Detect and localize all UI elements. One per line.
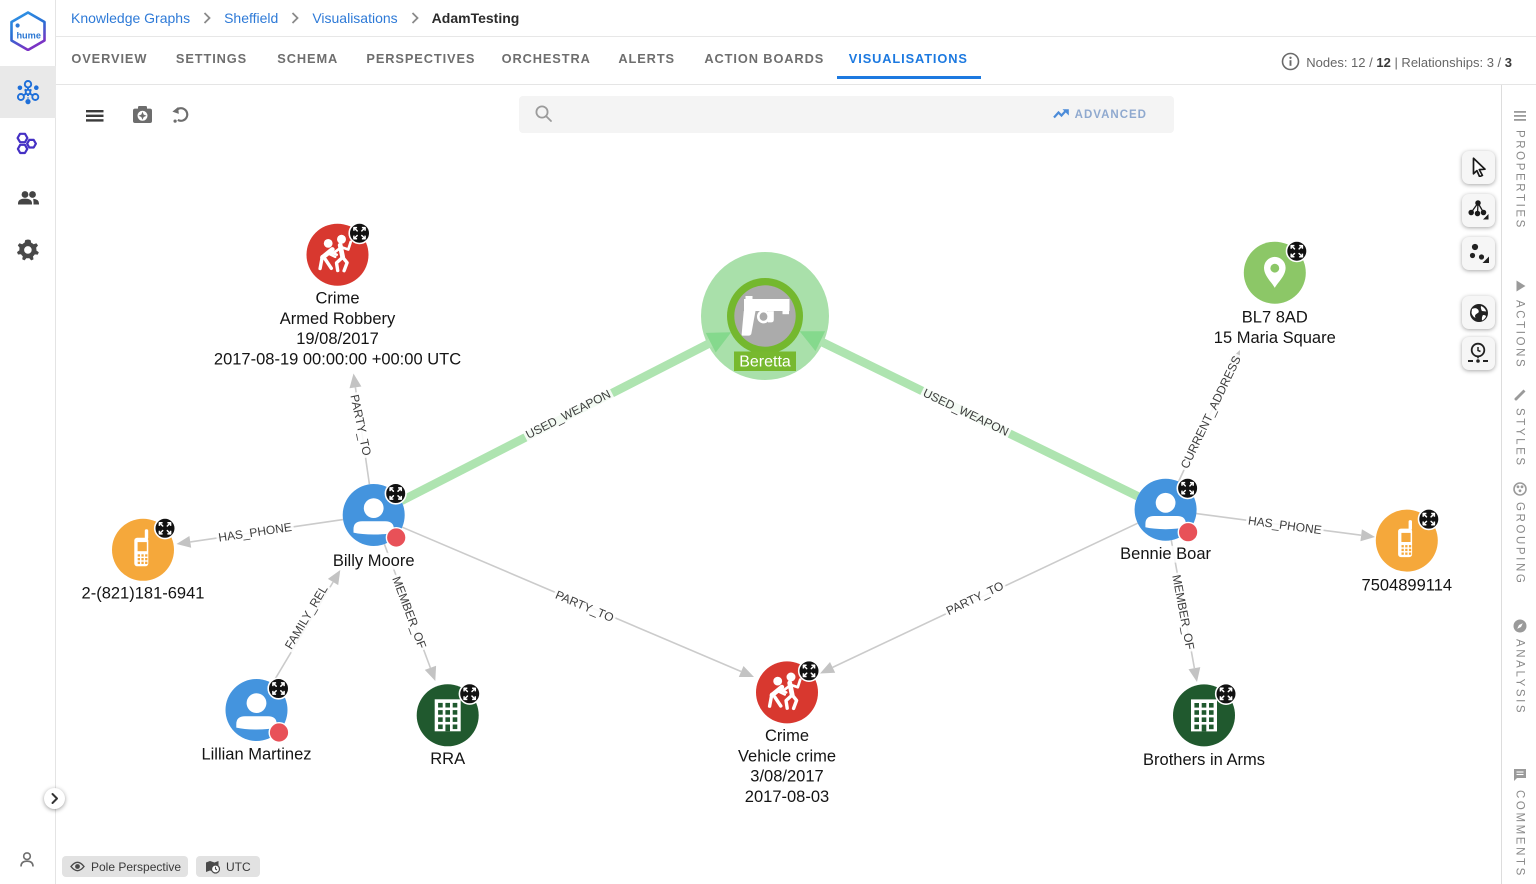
svg-text:2017-08-03: 2017-08-03 — [745, 788, 829, 806]
svg-text:PARTY_TO: PARTY_TO — [553, 588, 616, 625]
svg-text:Lillian Martinez: Lillian Martinez — [201, 746, 311, 764]
svg-text:Armed Robbery: Armed Robbery — [280, 310, 396, 328]
svg-text:USED_WEAPON: USED_WEAPON — [921, 386, 1011, 439]
svg-text:Crime: Crime — [316, 290, 360, 308]
svg-text:Vehicle crime: Vehicle crime — [738, 747, 836, 765]
svg-text:2017-08-19 00:00:00 +00:00 UTC: 2017-08-19 00:00:00 +00:00 UTC — [214, 350, 461, 368]
svg-text:Brothers in Arms: Brothers in Arms — [1143, 751, 1265, 769]
svg-text:Bennie Boar: Bennie Boar — [1120, 545, 1211, 563]
svg-text:Beretta: Beretta — [739, 354, 791, 371]
svg-text:hume: hume — [16, 31, 41, 41]
svg-text:Billy Moore: Billy Moore — [333, 552, 415, 570]
svg-text:2-(821)181-6941: 2-(821)181-6941 — [82, 585, 205, 603]
svg-text:Crime: Crime — [765, 727, 809, 745]
svg-text:CURRENT_ADDRESS: CURRENT_ADDRESS — [1178, 354, 1244, 471]
svg-text:7504899114: 7504899114 — [1362, 577, 1453, 595]
svg-text:15 Maria Square: 15 Maria Square — [1214, 329, 1336, 347]
svg-text:RRA: RRA — [430, 750, 465, 768]
svg-text:FAMILY_REL: FAMILY_REL — [282, 582, 331, 651]
svg-text:MEMBER_OF: MEMBER_OF — [1169, 574, 1197, 651]
svg-text:19/08/2017: 19/08/2017 — [296, 330, 379, 348]
svg-text:HAS_PHONE: HAS_PHONE — [217, 520, 292, 545]
svg-text:HAS_PHONE: HAS_PHONE — [1247, 513, 1322, 537]
svg-text:MEMBER_OF: MEMBER_OF — [389, 574, 429, 650]
svg-text:PARTY_TO: PARTY_TO — [347, 393, 374, 457]
svg-text:USED_WEAPON: USED_WEAPON — [523, 387, 613, 442]
svg-text:BL7 8AD: BL7 8AD — [1242, 309, 1308, 327]
svg-text:3/08/2017: 3/08/2017 — [750, 768, 823, 786]
svg-text:PARTY_TO: PARTY_TO — [944, 579, 1006, 618]
